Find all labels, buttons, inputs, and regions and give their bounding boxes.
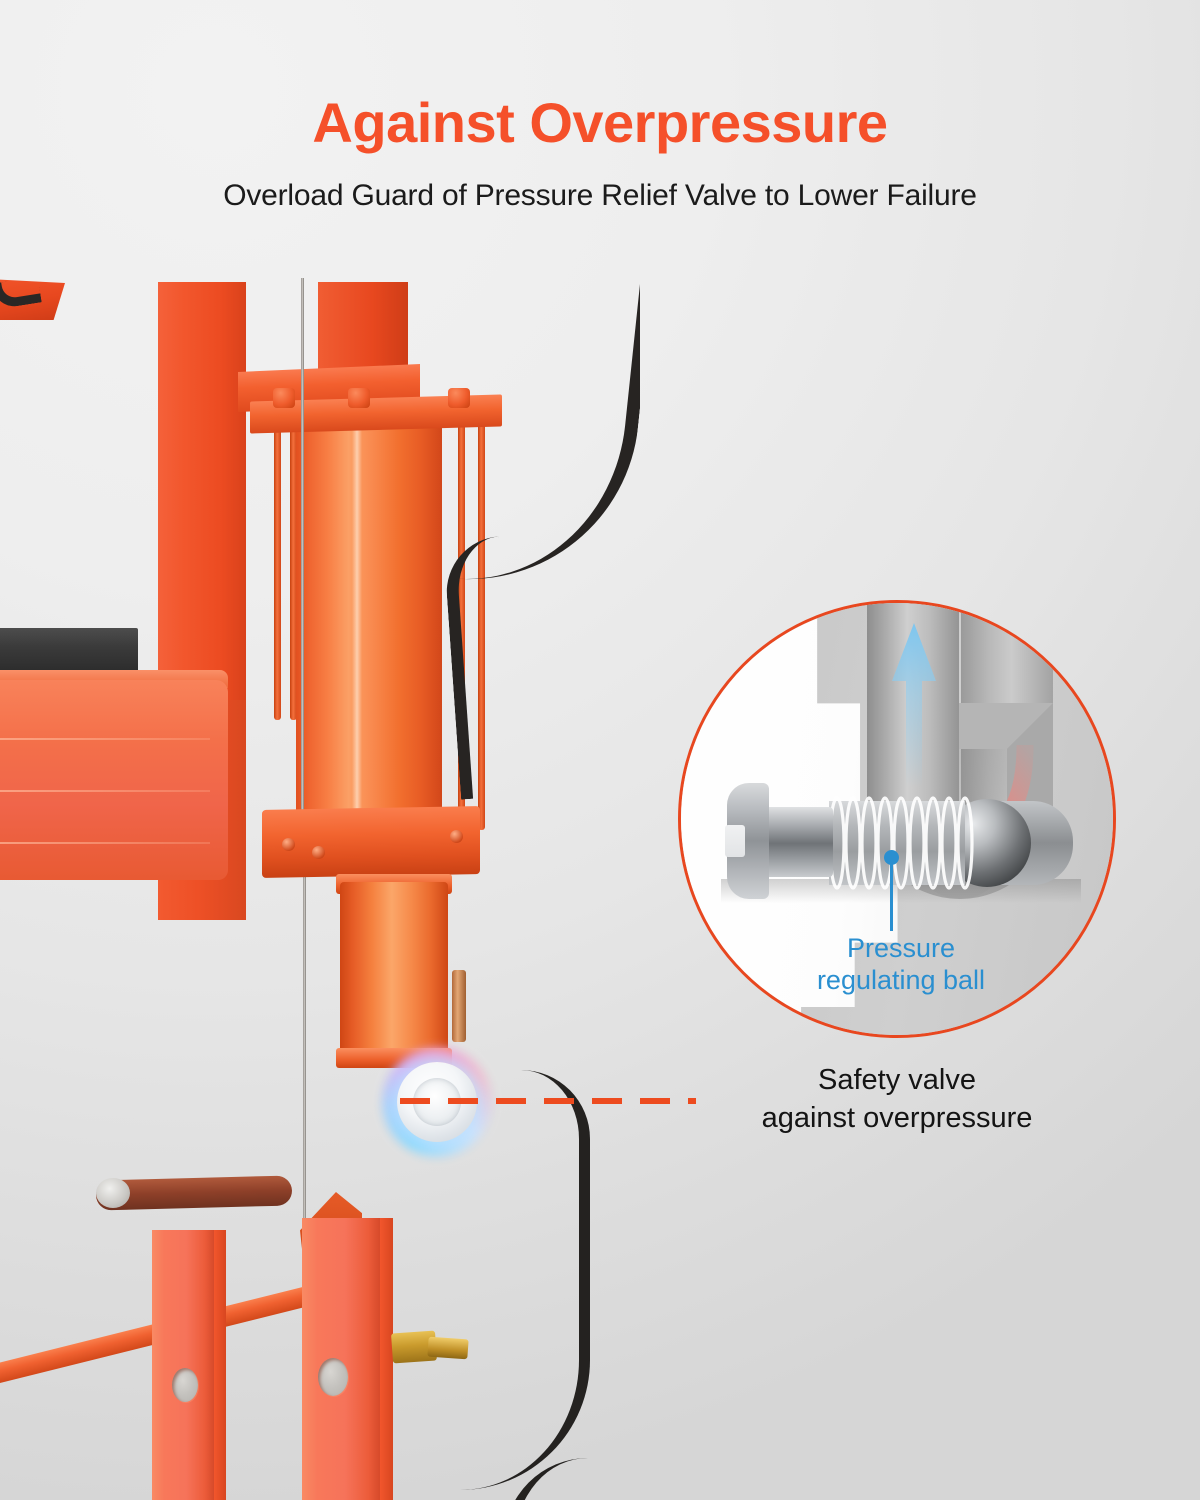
callout-caption: Safety valve against overpressure <box>678 1062 1116 1137</box>
annotation-leader-line <box>890 861 893 931</box>
page-title: Against Overpressure <box>312 91 888 154</box>
adjuster-shank <box>761 807 833 877</box>
hydraulic-hose <box>442 536 518 800</box>
pump-cylinder <box>340 882 448 1064</box>
beam-seam <box>0 842 210 844</box>
caption-line-2: against overpressure <box>761 1101 1033 1134</box>
lift-cable <box>303 818 306 1500</box>
outlet-flow-arrow-icon <box>892 623 936 787</box>
clamp-screw <box>312 846 325 859</box>
hydraulic-ram-cylinder <box>296 422 442 830</box>
leg-pin-hole <box>318 1358 348 1396</box>
tie-rod <box>274 420 281 720</box>
clamp-screw <box>282 838 295 851</box>
header: Against Overpressure Overload Guard of P… <box>0 0 1200 213</box>
beam-seam <box>0 738 210 740</box>
annotation-label-line-2: regulating ball <box>816 964 986 995</box>
lift-cable <box>301 278 304 818</box>
perforated-leg <box>302 1218 380 1500</box>
perforated-leg-edge <box>214 1230 226 1500</box>
tie-rod <box>290 420 297 720</box>
annotation-dot <box>884 850 899 865</box>
adjuster-screw-slot <box>725 825 745 857</box>
flange-bolt <box>273 388 295 408</box>
flange-bolt <box>348 388 370 408</box>
hydraulic-hose <box>460 1070 590 1490</box>
clamp-screw <box>450 830 463 843</box>
valve-cutaway-callout: Pressure regulating ball <box>678 600 1116 1038</box>
leg-pin-hole <box>172 1368 198 1402</box>
beam-seam <box>0 790 210 792</box>
valve-spring-icon <box>828 796 974 890</box>
annotation-label: Pressure regulating ball <box>731 933 1071 997</box>
tie-rod <box>458 422 465 842</box>
top-bracket <box>0 278 65 320</box>
hose-ferrule <box>452 970 466 1042</box>
cylinder-highlight <box>352 422 362 830</box>
support-pin-end <box>96 1178 130 1208</box>
caption-line-1: Safety valve <box>818 1064 976 1096</box>
perforated-leg <box>152 1230 214 1500</box>
frame-post-left <box>158 282 246 707</box>
tie-rod <box>478 420 485 830</box>
press-beam <box>0 680 228 880</box>
product-photo <box>0 270 640 1500</box>
flange-bolt <box>448 388 470 408</box>
callout-connector-line <box>400 1098 696 1104</box>
annotation-label-line-1: Pressure <box>846 933 956 963</box>
perforated-leg-edge <box>380 1218 393 1500</box>
page-subtitle: Overload Guard of Pressure Relief Valve … <box>223 179 977 212</box>
